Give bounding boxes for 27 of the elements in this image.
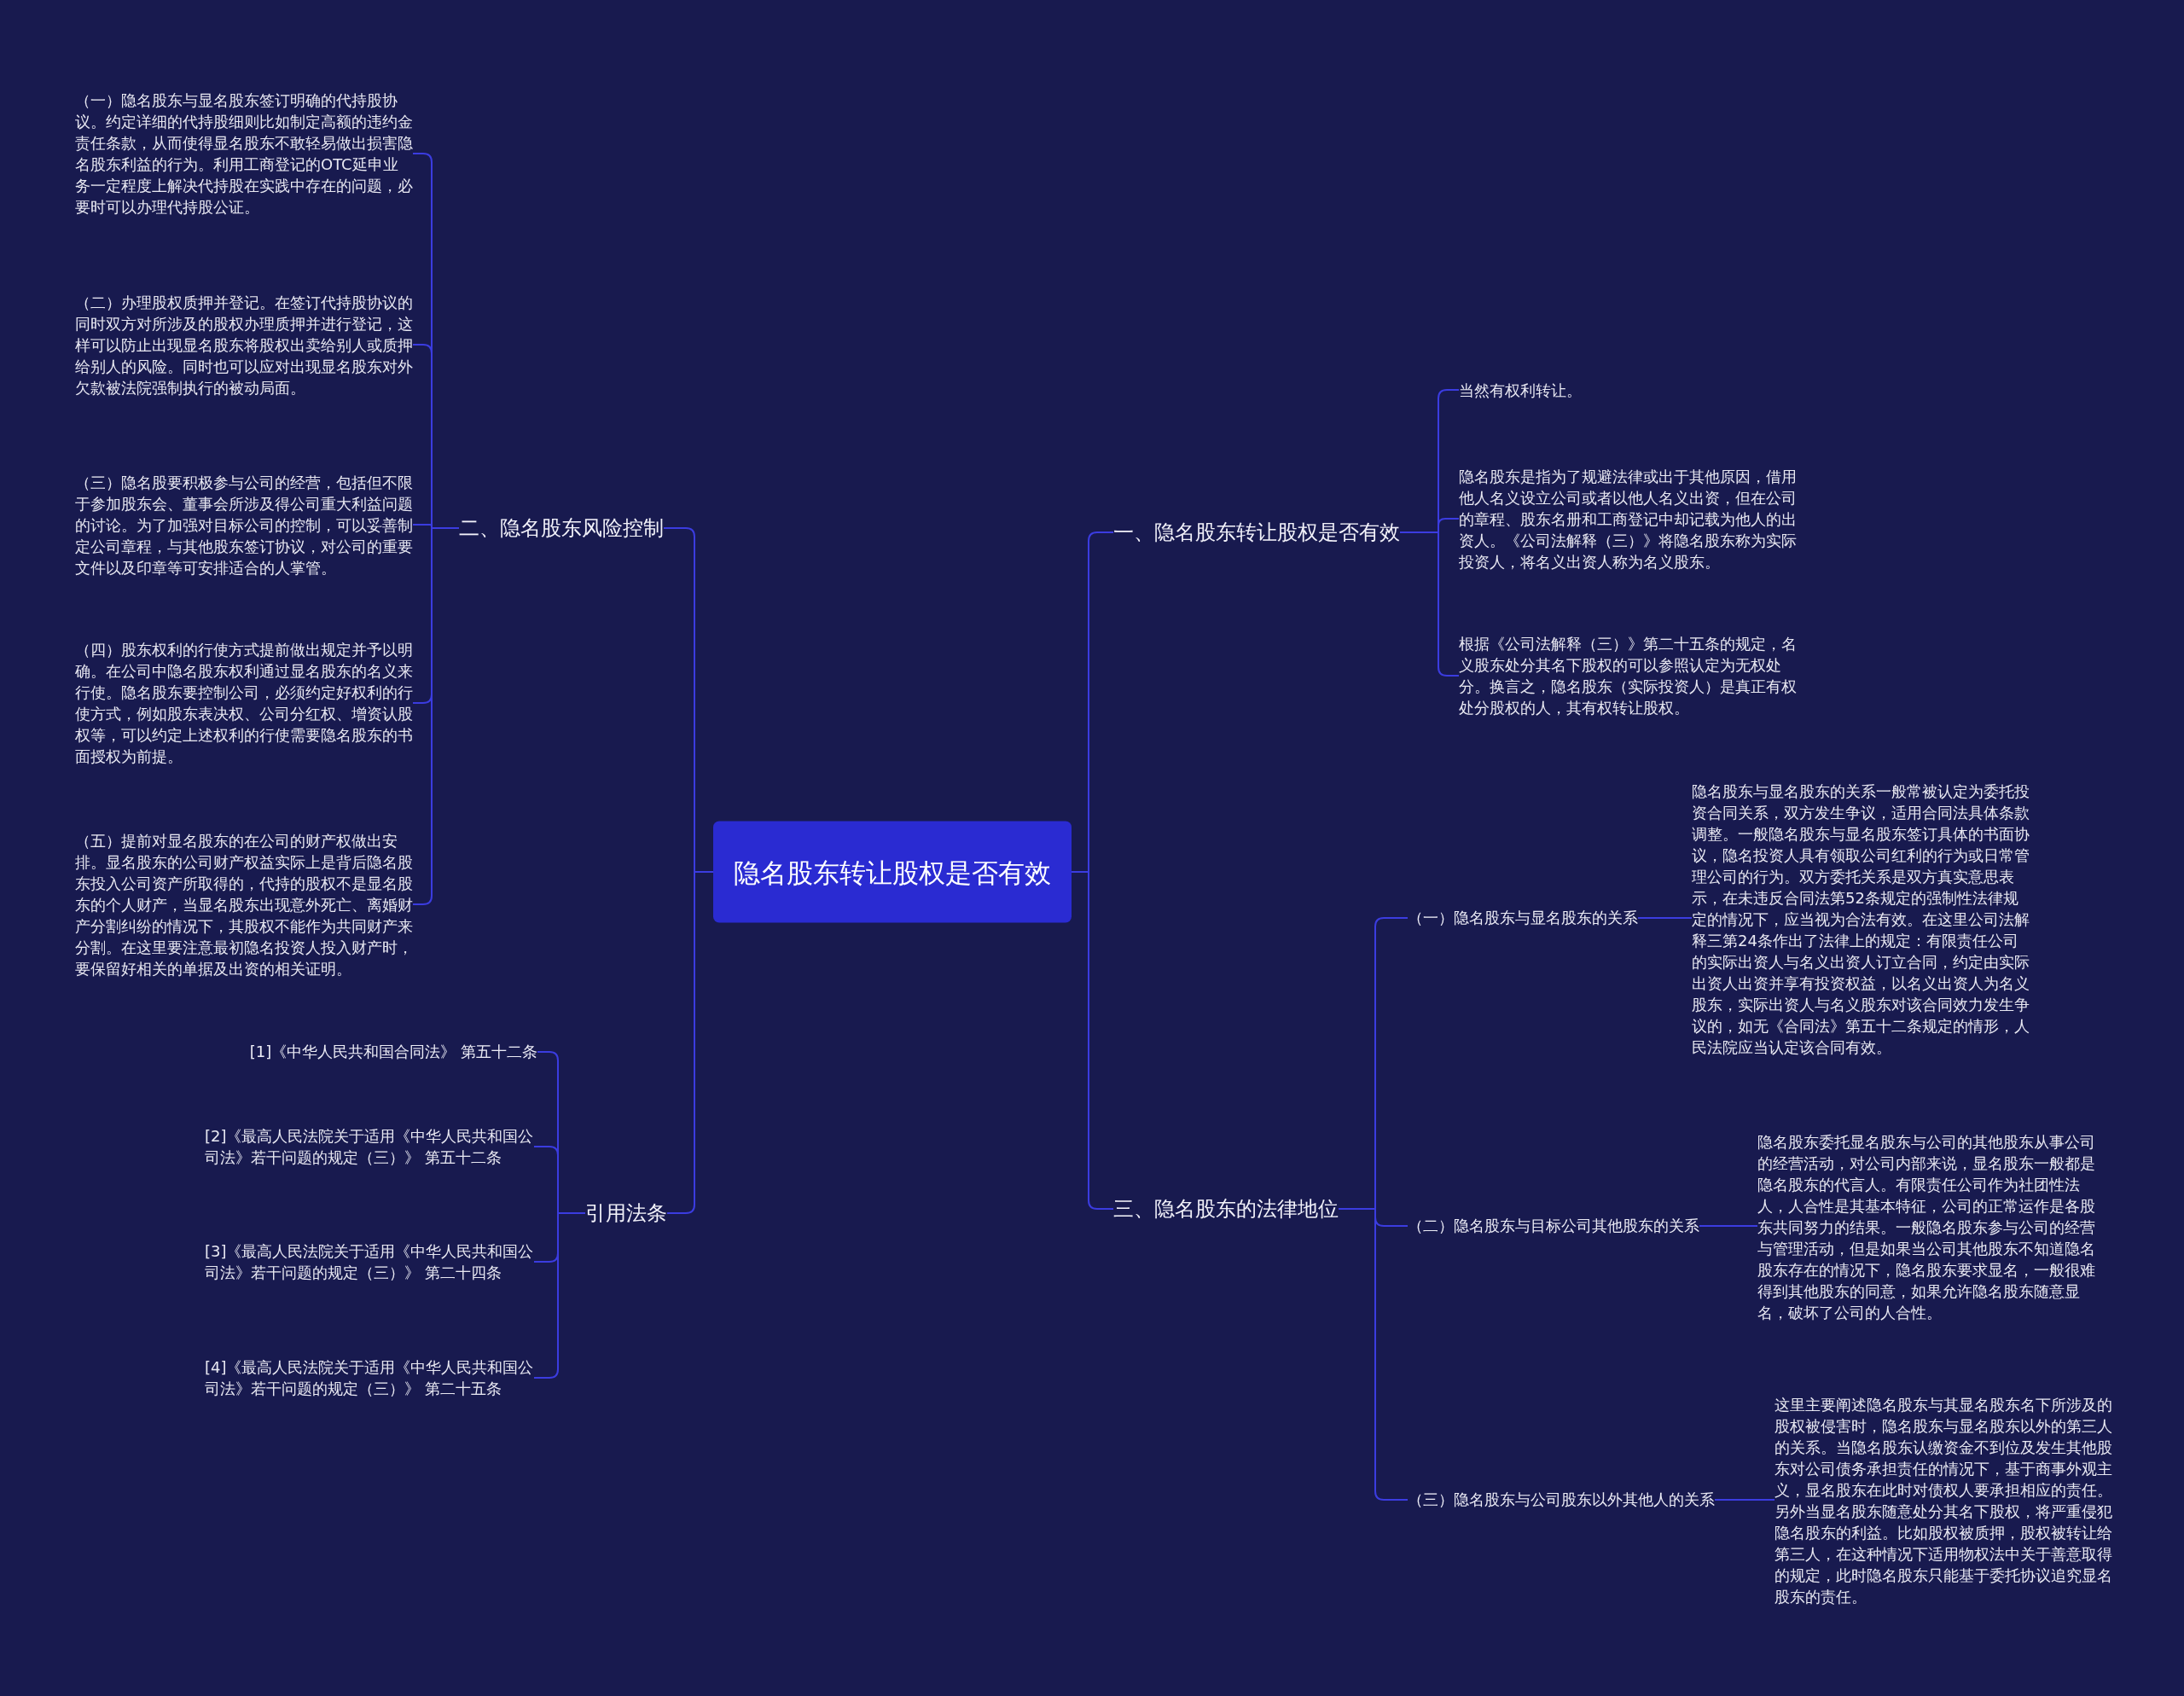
central-topic-box: 隐名股东转让股权是否有效 xyxy=(713,821,1072,923)
topic-text: （四）股东权利的行使方式提前做出规定并予以明确。在公司中隐名股东权利通过显名股东的名义来行使。隐名股东要控制公司，必须约定好权利的行使方式，例如股东表决权、公司分红权、增资认股权等，可以约定上述权利的行使需要隐名股东的书面授权为前提。 xyxy=(75,639,413,767)
subtopic-text: （二）隐名股东与目标公司其他股东的关系 xyxy=(1408,1216,1699,1236)
branch-topic: 三、隐名股东的法律地位 xyxy=(1113,1195,1339,1223)
branch-topic: 二、隐名股东风险控制 xyxy=(459,514,664,542)
topic-text: （三）隐名股要积极参与公司的经营，包括但不限于参加股东会、董事会所涉及得公司重大利益问题的讨论。为了加强对目标公司的控制，可以妥善制定公司章程，与其他股东签订协议，对公司的重要文件以及印章等可安排适合的人掌管。 xyxy=(75,471,413,578)
topic-text: [3]《最高人民法院关于适用《中华人民共和国公司法》若干问题的规定（三）》 第二十四条 xyxy=(205,1240,534,1283)
topic-text: 隐名股东是指为了规避法律或出于其他原因，借用他人名义设立公司或者以他人名义出资，但在公司的章程、股东名册和工商登记中却记载为他人的出资人。《公司法解释（三）》将隐名股东称为实际投资人，将名义出资人称为名义股东。 xyxy=(1459,465,1800,572)
topic-text: （二）办理股权质押并登记。在签订代持股协议的同时双方对所涉及的股权办理质押并进行登记，这样可以防止出现显名股东将股权出卖给别人或质押给别人的风险。同时也可以应对出现显名股东对外欠款被法院强制执行的被动局面。 xyxy=(75,291,413,398)
connector-line xyxy=(1699,1225,1758,1227)
branch-topic: 一、隐名股东转让股权是否有效 xyxy=(1113,519,1400,546)
topic-text: （五）提前对显名股东的在公司的财产权做出安排。显名股东的公司财产权益实际上是背后隐名股东投入公司资产所取得的，代持的股权不是显名股东的个人财产，当显名股东出现意外死亡、离婚财产分割纠纷的情况下，其股权不能作为共同财产来分割。在这里要注意最初隐名投资人投入财产时，要保留好相关的单据及出资的相关证明。 xyxy=(75,829,413,979)
topic-text: 隐名股东与显名股东的关系一般常被认定为委托投资合同关系，双方发生争议，适用合同法具体条款调整。一般隐名股东与显名股东签订具体的书面协议，隐名投资人具有领取公司红利的行为或日常管理公司的行为。双方委托关系是双方真实意思表示，在未违反合同法第52条规定的强制性法律规定的情况下，应当视为合法有效。在这里公司法解释三第24条作出了法律上的规定：有限责任公司的实际出资人与名义出资人订立合同，约定由实际出资人出资并享有投资权益，以名义出资人为名义股东，实际出资人与名义股东对该合同效力发生争议的，如无《合同法》第五十二条规定的情形，人民法院应当认定该合同有效。 xyxy=(1692,780,2033,1058)
topic-text: [2]《最高人民法院关于适用《中华人民共和国公司法》若干问题的规定（三）》 第五十二条 xyxy=(205,1125,534,1168)
topic-text: 这里主要阐述隐名股东与其显名股东名下所涉及的股权被侵害时，隐名股东与显名股东以外的第三人的关系。当隐名股东认缴资金不到位及发生其他股东对公司债务承担责任的情况下，基于商事外观主义，显名股东在此时对债权人要承担相应的责任。另外当显名股东随意处分其名下股权，将严重侵犯隐名股东的利益。比如股权被质押，股权被转让给第三人，在这种情况下适用物权法中关于善意取得的规定，此时隐名股东只能基于委托协议追究显名股东的责任。 xyxy=(1774,1394,2116,1607)
topic-text: （一）隐名股东与显名股东签订明确的代持股协议。约定详细的代持股细则比如制定高额的违约金责任条款，从而使得显名股东不敢轻易做出损害隐名股东利益的行为。利用工商登记的OTC延申业务一定程度上解决代持股在实践中存在的问题，必要时可以办理代持股公证。 xyxy=(75,90,413,218)
connector-line xyxy=(1637,917,1693,919)
subtopic-text: （三）隐名股东与公司股东以外其他人的关系 xyxy=(1408,1490,1715,1510)
connector-line xyxy=(1338,1208,1409,1501)
topic-text: [4]《最高人民法院关于适用《中华人民共和国公司法》若干问题的规定（三）》 第二十五条 xyxy=(205,1356,534,1399)
branch-topic: 引用法条 xyxy=(585,1199,667,1227)
topic-text: 隐名股东委托显名股东与公司的其他股东从事公司的经营活动，对公司内部来说，显名股东一般都是隐名股东的代言人。有限责任公司作为社团性法人，人合性是其基本特征，公司的正常运作是各股东共同努力的结果。一般隐名股东参与公司的经营与管理活动，但是如果当公司其他股东不知道隐名股东存在的情况下，隐名股东要求显名，一般很难得到其他股东的同意，如果允许隐名股东随意显名，破坏了公司的人合性。 xyxy=(1757,1130,2099,1323)
topic-text: 当然有权利转让。 xyxy=(1459,379,1800,401)
connector-line xyxy=(1714,1499,1775,1501)
topic-text: 根据《公司法解释（三）》第二十五条的规定，名义股东处分其名下股权的可以参照认定为无权处分。换言之，隐名股东（实际投资人）是真正有权处分股权的人，其有权转让股权。 xyxy=(1459,633,1800,718)
subtopic-text: [1]《中华人民共和国合同法》 第五十二条 xyxy=(249,1042,537,1062)
subtopic-text: （一）隐名股东与显名股东的关系 xyxy=(1408,908,1638,928)
